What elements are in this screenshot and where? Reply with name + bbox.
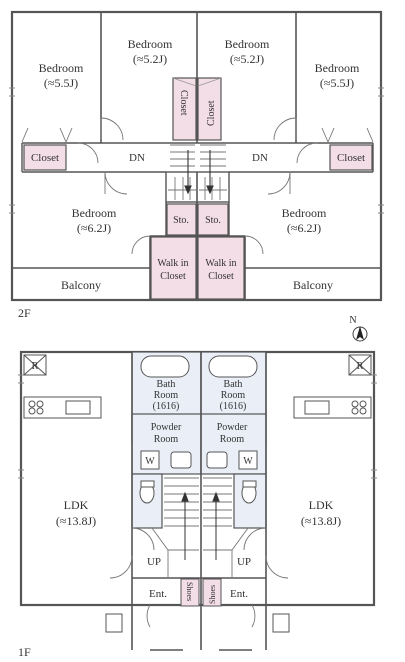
sink-left (170, 451, 192, 469)
ldk-right-name: LDK (309, 498, 334, 512)
meter-left (105, 613, 123, 633)
refrigerator-left-label: R (32, 361, 39, 372)
closet-right-vertical (197, 77, 222, 141)
washer-right (238, 450, 258, 470)
second-floor-labels: Bedroom (≈5.5J) Bedroom (≈5.2J) Bedroom … (18, 37, 365, 320)
bedroom-n1-name: Bedroom (128, 37, 173, 51)
bedroom-se-size: (≈6.2J) (287, 221, 321, 235)
second-floor-closets (23, 77, 373, 300)
bedroom-n2-name: Bedroom (225, 37, 270, 51)
washer-left (140, 450, 160, 470)
bedroom-ne-name: Bedroom (315, 61, 360, 75)
dn-left-label: DN (129, 152, 145, 164)
walk-in-right-line1: Walk in (205, 258, 236, 269)
closet-east (329, 144, 373, 171)
washer-right-label: W (243, 456, 253, 467)
closet-east-label: Closet (337, 152, 365, 164)
storage-left (166, 203, 197, 236)
refrigerator-right-label: R (357, 361, 364, 372)
bedroom-ne-size: (≈5.5J) (320, 76, 354, 90)
dn-right-label: DN (252, 152, 268, 164)
balcony-right-label: Balcony (293, 278, 333, 292)
floor-1-level-label: 1F (18, 645, 31, 659)
storage-right (197, 203, 229, 236)
bath-left-line3: (1616) (153, 401, 180, 412)
bedroom-se-name: Bedroom (282, 206, 327, 220)
first-floor (18, 350, 377, 651)
walk-in-right-line2: Closet (208, 271, 234, 282)
closet-west-label: Closet (31, 152, 59, 164)
bathtub-right (208, 355, 258, 378)
bedroom-nw-size: (≈5.5J) (44, 76, 78, 90)
bathtub-left (140, 355, 190, 378)
sink-right (206, 451, 228, 469)
bath-left-line2: Room (154, 390, 179, 401)
entrance-left-label: Ent. (149, 588, 167, 600)
powder-right-line1: Powder (217, 422, 248, 433)
balcony-left-label: Balcony (61, 278, 101, 292)
storage-right-label: Sto. (205, 215, 221, 226)
bath-right-line2: Room (221, 390, 246, 401)
closet-west (23, 144, 67, 171)
walk-in-left-line1: Walk in (157, 258, 188, 269)
shoes-right-label: Shoes (208, 585, 217, 604)
bedroom-sw-name: Bedroom (72, 206, 117, 220)
bath-left-line1: Bath (157, 379, 176, 390)
up-left-label: UP (147, 556, 161, 568)
shoes-left-label: Shoes (185, 582, 194, 601)
bedroom-sw-size: (≈6.2J) (77, 221, 111, 235)
walk-in-closet-left (150, 236, 197, 300)
powder-left-line2: Room (154, 434, 179, 445)
closet-right-vertical-label: Closet (206, 100, 217, 126)
bath-right-line1: Bath (224, 379, 243, 390)
powder-right-line2: Room (220, 434, 245, 445)
meter-right (272, 613, 290, 633)
entrance-right-label: Ent. (230, 588, 248, 600)
washer-left-label: W (145, 456, 155, 467)
floor-2-level-label: 2F (18, 306, 31, 320)
walk-in-left-line2: Closet (160, 271, 186, 282)
ldk-right-size: (≈13.8J) (301, 514, 341, 528)
first-floor-labels: R R Bath Room (1616) Bath Room (1616) Po… (18, 361, 364, 659)
up-right-label: UP (237, 556, 251, 568)
bedroom-n1-size: (≈5.2J) (133, 52, 167, 66)
ldk-left-name: LDK (64, 498, 89, 512)
shoes-cabinet-right (202, 578, 222, 607)
walk-in-closet-right (197, 236, 245, 300)
ldk-left-size: (≈13.8J) (56, 514, 96, 528)
shoes-cabinet-left (180, 578, 200, 607)
bath-right-line3: (1616) (220, 401, 247, 412)
bedroom-n2-size: (≈5.2J) (230, 52, 264, 66)
closet-left-vertical (172, 77, 197, 141)
closet-left-vertical-label: Closet (178, 90, 189, 116)
bedroom-nw-name: Bedroom (39, 61, 84, 75)
powder-left-line1: Powder (151, 422, 182, 433)
first-floor-fixtures (23, 354, 372, 633)
north-compass-icon: N (349, 315, 368, 342)
storage-left-label: Sto. (173, 215, 189, 226)
compass-label: N (349, 315, 356, 326)
